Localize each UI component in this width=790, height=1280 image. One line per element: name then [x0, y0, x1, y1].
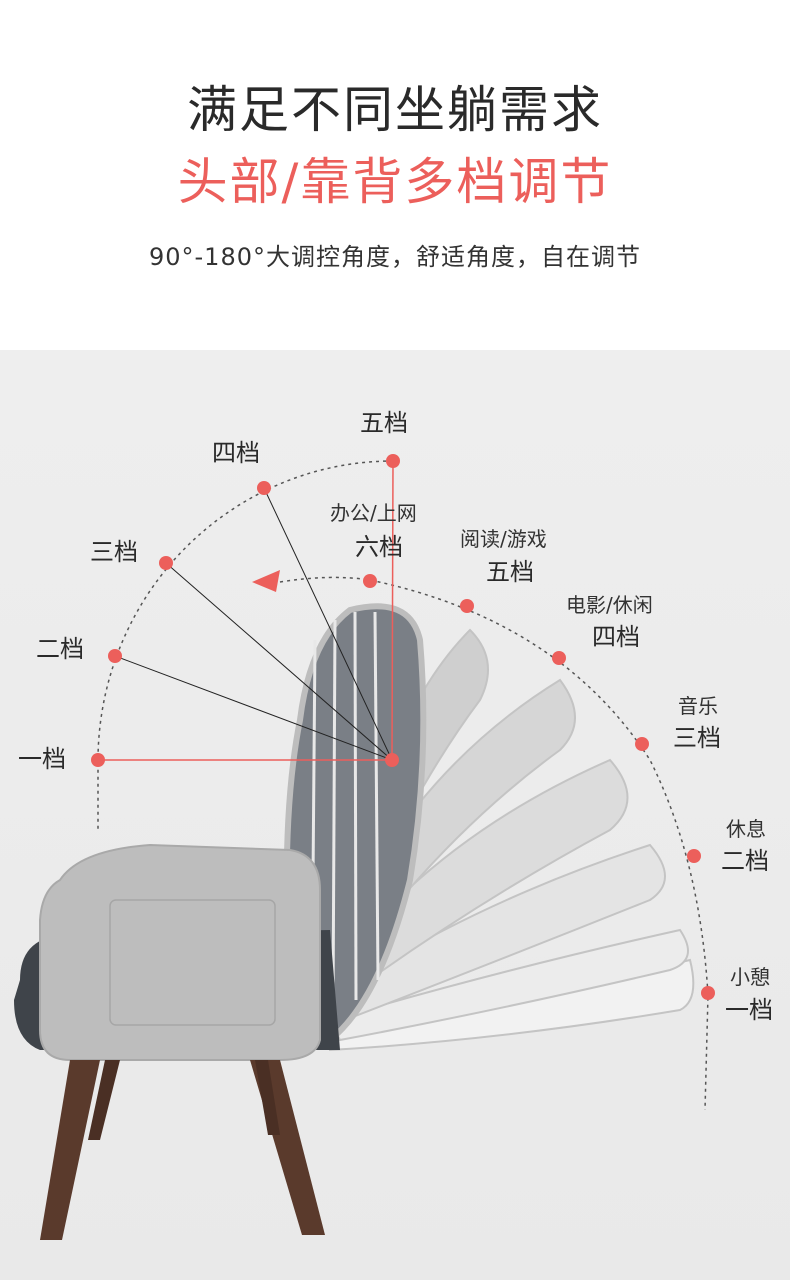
angle-lines [114, 487, 393, 761]
head-three-scene: 音乐 [678, 694, 718, 718]
backrest-arc [97, 460, 394, 830]
header-section: 满足不同坐躺需求 头部/靠背多档调节 90°-180°大调控角度，舒适角度，自在… [0, 0, 790, 350]
head-five-level: 五档 [486, 558, 534, 586]
head-five-scene: 阅读/游戏 [460, 527, 547, 551]
chair-diagram [14, 454, 715, 1240]
vertical-line [391, 460, 394, 761]
backrest-level-five-label: 五档 [360, 409, 408, 437]
head-two-scene: 休息 [726, 817, 766, 841]
direction-arrow-icon [252, 570, 280, 592]
backrest-level-two-label: 二档 [36, 635, 84, 663]
head-four-level: 四档 [592, 623, 640, 651]
page-description: 90°-180°大调控角度，舒适角度，自在调节 [148, 243, 641, 271]
head-four-scene: 电影/休闲 [566, 593, 653, 617]
armrest-panel [109, 899, 276, 1026]
chair-legs [40, 1060, 325, 1240]
head-one-level: 一档 [725, 996, 773, 1024]
page-subtitle-highlight: 头部/靠背多档调节 [177, 153, 613, 211]
head-one-scene: 小憩 [730, 965, 770, 989]
adjustment-illustration: 五档 四档 三档 二档 一档 办公/上网 六档 阅读/游戏 五档 电影/休闲 四… [0, 350, 790, 1280]
chair-armrest [39, 843, 321, 1061]
stripe-pattern [310, 611, 380, 1011]
backrest-level-four-label: 四档 [212, 439, 260, 467]
backrest-level-one-label: 一档 [18, 745, 66, 773]
head-three-level: 三档 [673, 724, 721, 752]
head-arc [279, 576, 709, 1111]
backrest-level-three-label: 三档 [90, 538, 138, 566]
backrest-level-dots [91, 454, 400, 767]
head-six-scene: 办公/上网 [330, 501, 417, 525]
head-two-level: 二档 [721, 847, 769, 875]
head-six-level: 六档 [355, 533, 403, 561]
page-title: 满足不同坐躺需求 [187, 81, 603, 139]
head-level-dots [363, 574, 715, 1000]
